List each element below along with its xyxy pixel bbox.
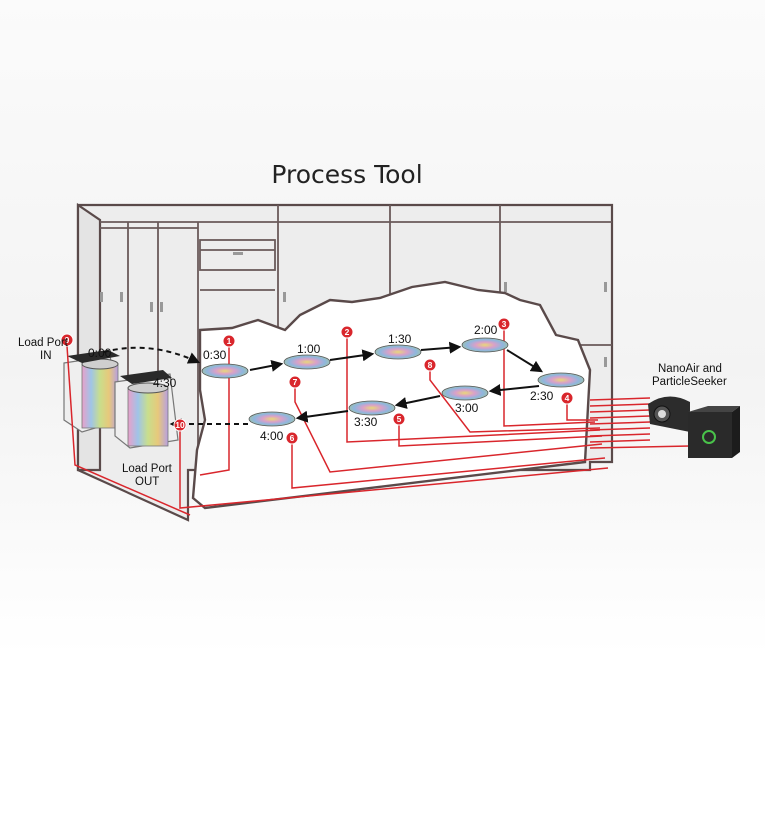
sample-point-number: 4: [565, 393, 570, 403]
sample-point-marker: 1: [222, 334, 236, 348]
transfer-arrow: [249, 359, 284, 372]
transfer-arrow: [488, 384, 540, 396]
step-time-label: 0:00: [88, 346, 112, 360]
sample-point-marker: 4: [560, 391, 574, 405]
transfer-arrows: [103, 341, 544, 430]
wafer-2: [201, 363, 249, 379]
wafer-6: [537, 372, 585, 388]
sample-point-number: 6: [290, 433, 295, 443]
transfer-arrow: [394, 395, 441, 409]
load-port-out-label-line2: OUT: [135, 476, 159, 488]
sample-point-number: 1: [227, 336, 232, 346]
process-tool-title: Process Tool: [271, 160, 423, 189]
sample-tube: [566, 404, 598, 421]
step-time-label: 2:30: [530, 389, 554, 403]
sample-tube: [429, 371, 601, 433]
sample-tube: [179, 431, 609, 509]
transfer-arrow: [103, 346, 201, 364]
sample-tube: [503, 330, 596, 427]
step-time-label: 4:30: [153, 376, 177, 390]
transfer-arrow: [329, 349, 375, 362]
sample-point-number: 3: [502, 319, 507, 329]
wafer-5: [461, 337, 509, 353]
sample-point-marker: 10: [173, 418, 187, 432]
sample-tube: [291, 444, 606, 489]
load-port-out-label-line1: Load Port: [122, 463, 173, 475]
sample-tube: [199, 347, 230, 476]
sample-point-number: 7: [293, 377, 298, 387]
sample-tubing: [66, 330, 691, 516]
sample-tube: [589, 445, 691, 449]
sample-tube: [589, 409, 651, 413]
step-time-label: 0:30: [203, 348, 227, 362]
sample-tube: [589, 403, 651, 407]
sample-point-number: 5: [397, 414, 402, 424]
load-port-in-label-line1: Load Port: [18, 337, 69, 349]
sample-tube: [589, 439, 651, 443]
load-port-in-label-line2: IN: [40, 350, 52, 362]
sample-point-number: 9: [65, 335, 70, 345]
step-time-label: 3:00: [455, 401, 479, 415]
instrument-label-line2: ParticleSeeker: [652, 376, 727, 388]
sample-point-marker: 6: [285, 431, 299, 445]
sample-tube: [589, 421, 651, 425]
sample-point-marker: 2: [340, 325, 354, 339]
instrument-label-line1: NanoAir and: [658, 363, 722, 375]
load-port-in: [63, 350, 123, 433]
sample-tube: [346, 338, 601, 443]
wafer-7: [441, 385, 489, 401]
transfer-arrow: [295, 410, 349, 423]
sample-tube: [589, 427, 651, 431]
step-time-label: 1:30: [388, 332, 412, 346]
sample-tube: [294, 388, 603, 473]
sample-point-marker: 3: [497, 317, 511, 331]
sample-point-marker: 8: [423, 358, 437, 372]
transfer-arrow: [506, 349, 544, 373]
particleseeker-instrument: [688, 406, 740, 458]
wafer-4: [374, 344, 422, 360]
sample-point-marker: 7: [288, 375, 302, 389]
wafer-8: [348, 400, 396, 416]
sample-tube: [66, 345, 191, 516]
sample-point-number: 2: [345, 327, 350, 337]
sample-tube: [398, 425, 603, 447]
sample-point-number: 8: [428, 360, 433, 370]
sample-tube: [589, 433, 651, 437]
sample-tube: [589, 415, 651, 419]
wafer-3: [283, 354, 331, 370]
sample-tube: [589, 397, 651, 401]
sample-point-marker: 5: [392, 412, 406, 426]
step-time-label: 1:00: [297, 342, 321, 356]
transfer-arrow: [420, 341, 462, 354]
step-time-label: 3:30: [354, 415, 378, 429]
load-port-out: [114, 370, 179, 449]
nanoair-instrument: [648, 396, 690, 432]
sample-point-marker: 9: [60, 333, 74, 347]
wafer-9: [248, 411, 296, 427]
step-time-label: 2:00: [474, 323, 498, 337]
sample-point-number: 10: [175, 420, 185, 430]
step-time-label: 4:00: [260, 429, 284, 443]
